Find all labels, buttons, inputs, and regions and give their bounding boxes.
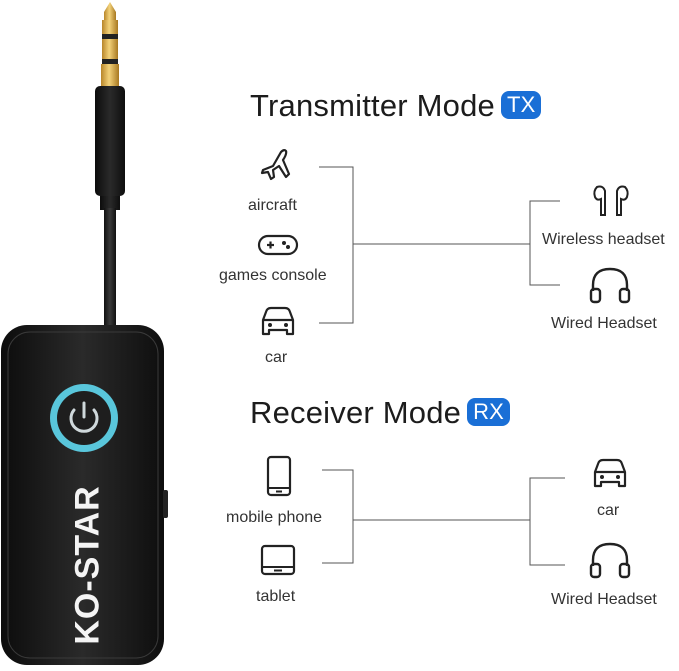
output-label-wireless-headset: Wireless headset <box>542 231 665 248</box>
source-label-mobile-phone: mobile phone <box>226 509 323 526</box>
power-button <box>50 384 118 452</box>
source-label-car: car <box>265 349 288 366</box>
earbuds-icon <box>591 183 631 219</box>
airplane-icon <box>259 148 297 186</box>
transmitter-title-text: Transmitter Mode <box>250 88 495 123</box>
tablet-icon <box>259 543 297 577</box>
gamepad-icon <box>257 233 299 257</box>
rx-badge: RX <box>467 398 511 426</box>
output-label-wired-headset-tx: Wired Headset <box>551 315 657 332</box>
receiver-title-text: Receiver Mode <box>250 395 462 430</box>
audio-jack-plug <box>95 2 125 210</box>
headphones-icon <box>588 540 632 580</box>
car-icon <box>591 458 629 492</box>
output-label-wired-headset-rx: Wired Headset <box>551 591 657 608</box>
source-label-aircraft: aircraft <box>248 197 297 214</box>
phone-icon <box>265 455 293 497</box>
cable <box>104 208 116 328</box>
source-label-tablet: tablet <box>256 588 296 605</box>
output-label-car: car <box>597 502 620 519</box>
headphones-icon <box>588 265 632 305</box>
bluetooth-adapter-illustration <box>1 2 168 665</box>
tx-badge: TX <box>500 91 542 119</box>
car-icon <box>259 306 297 340</box>
adapter-body <box>1 325 168 665</box>
source-label-games-console: games console <box>219 267 327 284</box>
